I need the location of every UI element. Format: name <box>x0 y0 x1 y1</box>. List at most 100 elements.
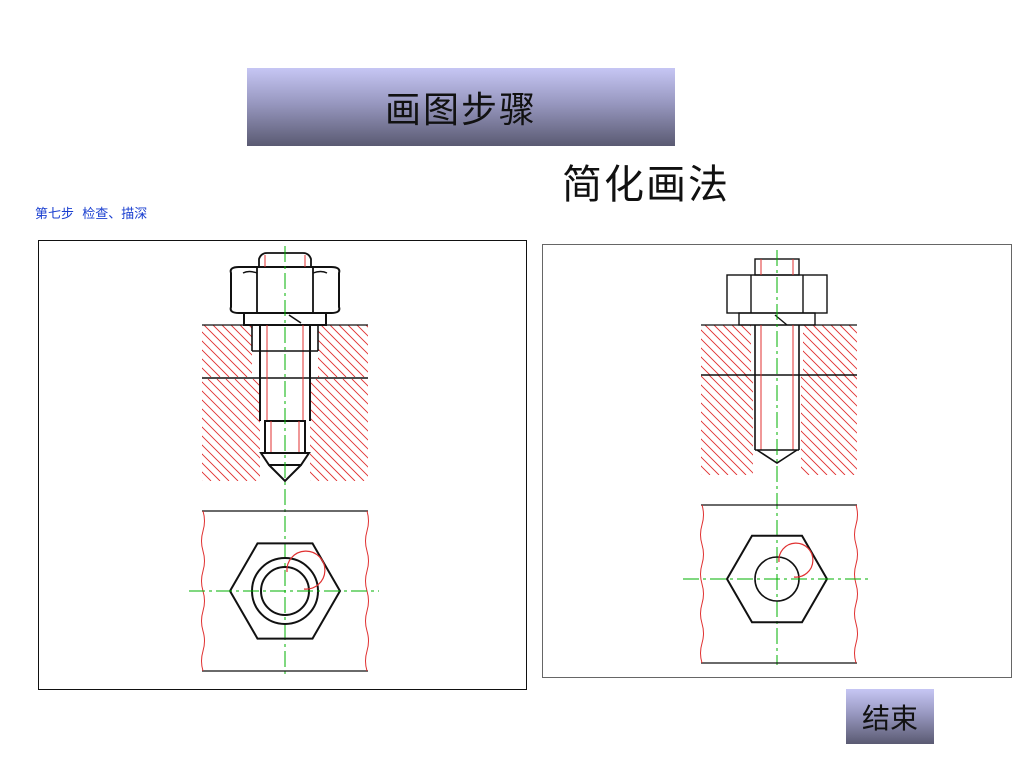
hatch-line <box>821 325 857 375</box>
hatch-line <box>202 325 221 377</box>
hatch-line <box>701 325 747 375</box>
simplified-heading: 简化画法 <box>562 162 730 208</box>
hatch-line <box>333 379 368 481</box>
simplified-drawing-frame <box>542 244 1012 678</box>
hatch-line <box>894 325 944 375</box>
hatch-line <box>324 379 368 481</box>
hatch-line <box>744 375 846 475</box>
hatch-line <box>812 325 857 375</box>
hatch-line <box>297 379 368 481</box>
hex-nut-plan <box>725 534 829 624</box>
title-banner-text: 画图步骤 <box>384 90 537 131</box>
hatch-line <box>798 375 857 475</box>
hatch-line <box>701 325 738 375</box>
hatch-line <box>360 379 368 481</box>
hatch-line <box>202 379 221 481</box>
break-line-left <box>700 504 704 664</box>
hatch-line <box>402 325 454 377</box>
hatch-line <box>704 325 756 375</box>
end-button[interactable]: 结束 <box>846 689 934 744</box>
hatch-line <box>202 379 275 481</box>
hatch-line <box>943 375 1011 475</box>
hatch-line <box>202 379 212 481</box>
hatch-line <box>889 375 989 475</box>
step-caption: 第七步 检查、描深 <box>35 207 148 222</box>
clip-left-bottom-hatch-lines <box>202 379 526 481</box>
hatch-line <box>379 379 481 481</box>
hatch-line <box>469 379 526 481</box>
hatch-line <box>934 375 1011 475</box>
hatch-line <box>397 379 499 481</box>
hatch-line <box>701 375 729 475</box>
hatch-line <box>916 375 1011 475</box>
hatch-line <box>843 375 857 475</box>
hatch-line <box>771 375 857 475</box>
clip-right-bottom-hatch-lines <box>701 375 1011 475</box>
hatch-line <box>388 379 490 481</box>
hatch-line <box>701 375 702 475</box>
hatch-line <box>701 375 747 475</box>
hatch-line <box>701 375 774 475</box>
hatch-line <box>885 325 935 375</box>
hatch-line <box>202 325 230 377</box>
hatch-line <box>393 325 445 377</box>
hatch-line <box>203 325 257 377</box>
hatch-line <box>433 379 526 481</box>
detailed-drawing-frame <box>38 240 527 690</box>
hatch-line <box>839 325 857 375</box>
hatch-line <box>411 325 463 377</box>
thread-root-arc <box>778 542 814 578</box>
hatch-line <box>876 325 926 375</box>
hatch-line <box>925 375 1011 475</box>
hatch-line <box>717 375 819 475</box>
hatch-line <box>789 375 857 475</box>
hatch-line <box>753 375 855 475</box>
hatch-line <box>762 375 857 475</box>
hatch-line <box>442 379 526 481</box>
hatch-line <box>830 325 857 375</box>
hatch-line <box>311 325 365 377</box>
hatch-line <box>701 375 756 475</box>
hatch-line <box>858 325 908 375</box>
drill-tip <box>268 464 302 483</box>
break-line-right <box>854 504 858 664</box>
hatch-line <box>701 375 738 475</box>
hatch-line <box>202 325 239 377</box>
end-button-label: 结束 <box>861 701 918 735</box>
thread-break-mark <box>288 314 302 324</box>
hatch-line <box>356 325 368 377</box>
nut-body <box>229 266 341 314</box>
hatch-line <box>347 325 368 377</box>
hatch-line <box>306 379 368 481</box>
hatch-line <box>202 325 248 377</box>
hatch-line <box>701 325 702 375</box>
nut-chamfer-arcs <box>242 270 328 274</box>
hatch-line <box>807 375 857 475</box>
drill-tip <box>756 449 798 464</box>
hatch-line <box>834 375 857 475</box>
hatch-line <box>701 375 783 475</box>
hatch-line <box>202 379 257 481</box>
hatch-line <box>375 325 427 377</box>
hatch-line <box>701 375 711 475</box>
hatch-line <box>871 375 971 475</box>
hatch-line <box>862 375 962 475</box>
hatch-line <box>701 375 765 475</box>
hatch-line <box>415 379 517 481</box>
hatch-line <box>701 375 720 475</box>
hatch-line <box>907 375 1007 475</box>
hatch-line <box>701 325 720 375</box>
hatch-line <box>370 379 472 481</box>
hatch-line <box>406 379 508 481</box>
hatch-line <box>202 379 239 481</box>
hatch-line <box>365 325 368 377</box>
title-banner: 画图步骤 <box>247 68 675 146</box>
hatch-line <box>202 379 266 481</box>
hatch-line <box>816 375 857 475</box>
hatch-line <box>852 375 857 475</box>
hatch-line <box>952 375 1011 475</box>
hatch-line <box>701 325 711 375</box>
hatch-line <box>202 379 203 481</box>
hatch-line <box>202 325 203 377</box>
hatch-line <box>701 325 729 375</box>
